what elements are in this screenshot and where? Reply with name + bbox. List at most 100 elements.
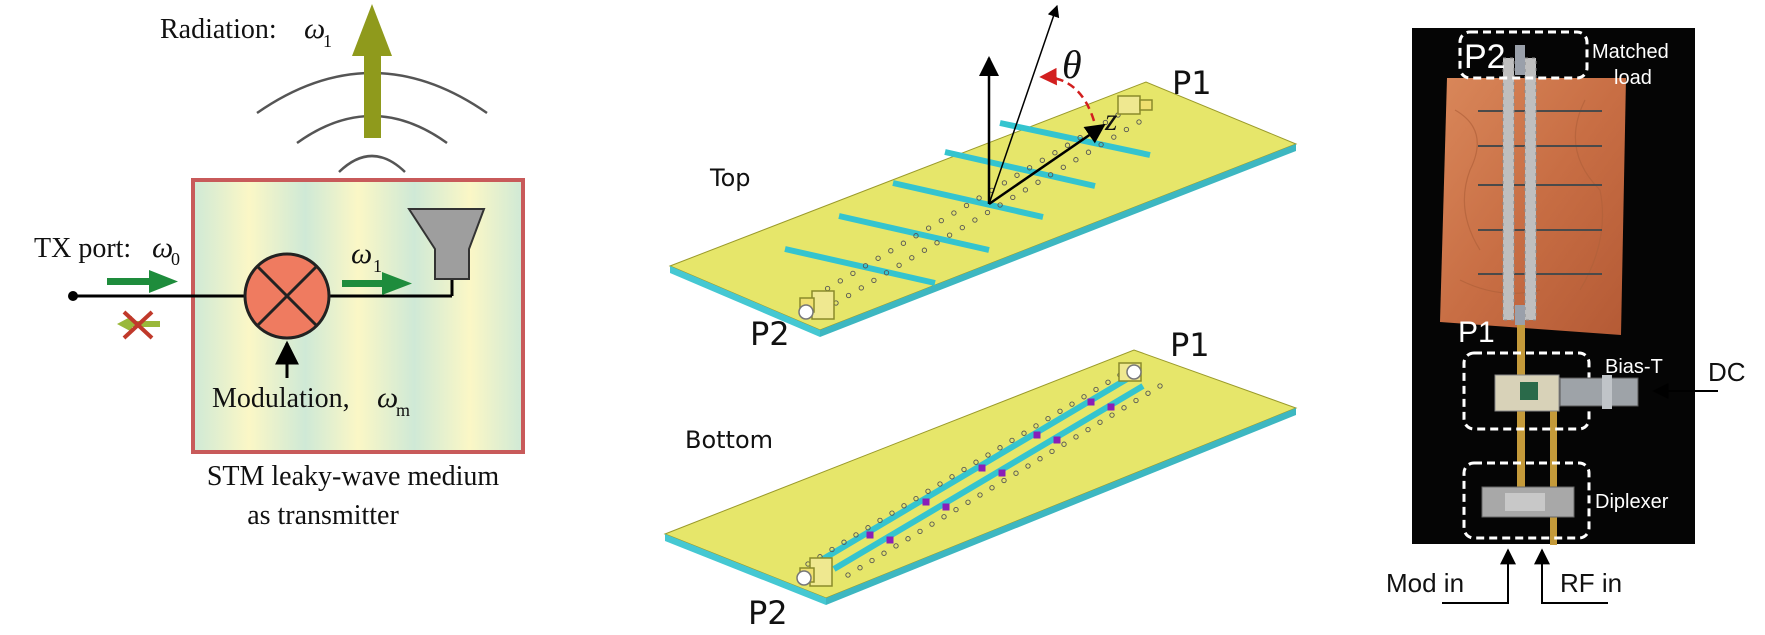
via-hole (1001, 477, 1007, 484)
antenna-3d-views: θ z Top P1 P2 (663, 4, 1298, 632)
via-hole (869, 557, 875, 564)
via-hole (1057, 408, 1063, 414)
varactor-diode (978, 464, 986, 472)
diplexer-label: Diplexer (1595, 491, 1669, 513)
via-hole (865, 525, 871, 531)
photo-p2-label: P2 (1464, 38, 1506, 76)
caption-line-1: STM leaky-wave medium (207, 461, 500, 492)
via-hole (1111, 134, 1117, 140)
via-hole (845, 292, 852, 299)
rf-in-label: RF in (1560, 568, 1622, 598)
radiation-arrow (352, 4, 392, 138)
bottom-port-p1-connector (1118, 362, 1142, 382)
via-hole (1060, 164, 1066, 170)
via-hole (905, 536, 911, 542)
concept-schematic: Radiation: ω 1 TX port: ω 0 (34, 4, 525, 531)
via-hole (963, 202, 970, 209)
via-hole (888, 248, 894, 254)
via-hole (1010, 194, 1016, 201)
via-hole (896, 262, 902, 268)
matched-load-label-1: Matched (1592, 41, 1669, 63)
via-hole (1033, 423, 1039, 429)
output-omega-sub: 1 (373, 256, 382, 276)
via-hole (961, 466, 967, 473)
horn-antenna-icon (407, 208, 486, 280)
via-hole (976, 195, 982, 201)
bias-t-label: Bias-T (1605, 356, 1663, 378)
via-hole (1136, 119, 1142, 125)
photo-p1-label: P1 (1458, 316, 1495, 349)
via-hole (934, 240, 940, 246)
varactor-diode (886, 536, 894, 544)
via-hole (946, 232, 953, 238)
via-hole (1085, 149, 1092, 155)
via-hole (1022, 187, 1029, 193)
via-hole (913, 233, 919, 239)
top-via-rows (812, 112, 1142, 306)
photo-slots (1478, 110, 1602, 275)
via-hole (1009, 437, 1015, 444)
varactor-diode (998, 469, 1006, 477)
via-hole (984, 209, 991, 216)
varactor-diode (1087, 398, 1095, 406)
via-hole (913, 495, 919, 502)
via-hole (1081, 394, 1087, 400)
bottom-varactors (866, 398, 1115, 544)
via-hole (1133, 397, 1139, 404)
via-hole (941, 514, 947, 520)
via-hole (1021, 430, 1027, 436)
theta-label: θ (1062, 42, 1082, 87)
bottom-view-label: Bottom (685, 426, 773, 454)
modulation-omega: ω (377, 381, 398, 414)
via-hole (881, 550, 887, 556)
via-hole (1069, 401, 1075, 407)
top-board: θ z Top P1 P2 (668, 4, 1298, 353)
top-port-p1-label: P1 (1172, 64, 1212, 102)
via-hole (949, 474, 955, 480)
mod-in-arrow (1442, 548, 1516, 604)
via-hole (901, 503, 907, 509)
varactor-diode (1033, 431, 1041, 439)
modulation-label: Modulation, (212, 383, 350, 414)
dc-label: DC (1708, 357, 1746, 387)
via-hole (841, 539, 847, 545)
via-hole (1085, 426, 1091, 433)
diplexer-dashed-box (1462, 461, 1591, 540)
varactor-diode (1053, 436, 1061, 444)
via-hole (1025, 463, 1031, 469)
via-hole (900, 240, 907, 246)
mod-in-label: Mod in (1386, 568, 1464, 598)
via-hole (965, 499, 971, 505)
via-hole (1097, 419, 1103, 425)
via-hole (845, 572, 851, 578)
via-hole (1093, 386, 1099, 393)
via-hole (925, 488, 931, 494)
via-hole (1014, 172, 1020, 178)
tx-port-terminal (68, 291, 78, 301)
via-hole (1121, 405, 1127, 411)
via-hole (875, 255, 881, 261)
via-hole (850, 270, 856, 277)
via-hole (917, 528, 923, 535)
bottom-port-p2-connector (796, 557, 833, 587)
bottom-board: Bottom P1 P2 (663, 326, 1298, 632)
coordinate-axes (979, 4, 1106, 206)
input-arrow (107, 270, 178, 293)
via-hole (959, 224, 965, 231)
via-hole (1039, 157, 1045, 163)
via-hole (1109, 412, 1115, 418)
via-hole (1045, 415, 1051, 422)
prototype-photo: P2 Matched load P1 Bias-T Diplexer DC Mo… (1386, 28, 1746, 604)
via-hole (925, 225, 932, 231)
tx-port-label: TX port: (34, 233, 131, 264)
via-hole (1105, 379, 1111, 385)
blocked-reflection-arrow (117, 310, 160, 340)
varactor-diode (942, 503, 950, 511)
radiation-label: Radiation: (160, 14, 277, 45)
top-slots (784, 120, 1151, 286)
varactor-diode (1107, 403, 1115, 411)
caption-line-2: as transmitter (247, 500, 399, 531)
bottom-port-p2-label: P2 (748, 594, 788, 632)
via-hole (877, 517, 883, 524)
